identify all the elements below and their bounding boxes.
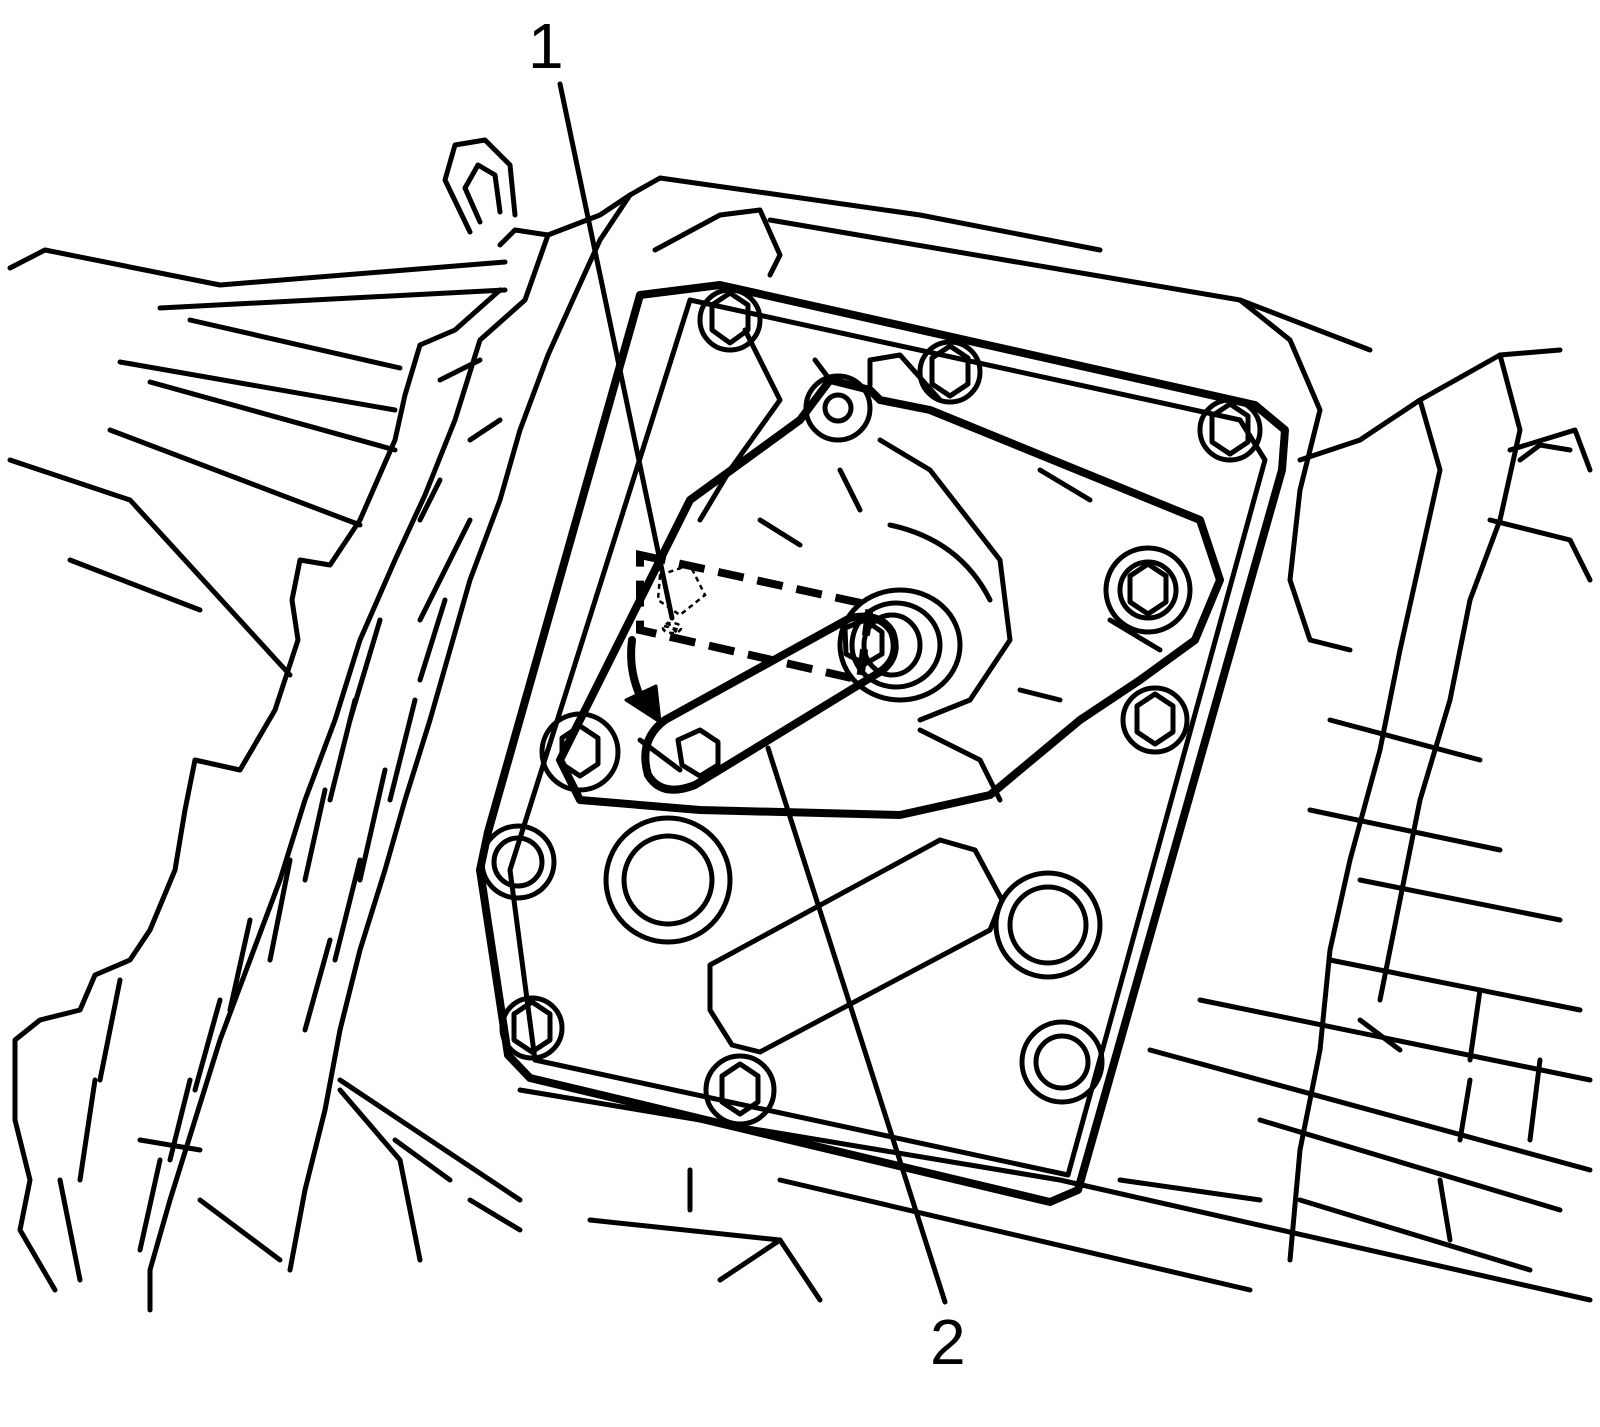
plugs <box>603 815 1105 1105</box>
small-boss <box>803 373 873 443</box>
bolt-top-left <box>697 287 763 353</box>
rotation-arrow-icon <box>624 636 662 724</box>
shift-lever <box>641 612 899 794</box>
callout-label-1: 1 <box>528 10 564 82</box>
bolt-right-lower <box>1120 685 1190 755</box>
bolt-left <box>539 711 621 793</box>
plug-right <box>993 870 1103 980</box>
bolt-top-center <box>917 339 983 405</box>
callout-label-2: 2 <box>930 1306 966 1378</box>
bolt-top-right <box>1197 397 1263 463</box>
shift-shaft <box>837 587 963 703</box>
bolt-lower-left <box>479 823 557 901</box>
lever-rotated-dashed <box>636 550 875 685</box>
bolt-bottom-left <box>499 995 565 1061</box>
bolt-bottom-center <box>703 1053 777 1127</box>
bolt-right <box>1103 545 1193 635</box>
rect-boss <box>707 837 1005 1055</box>
leader-line-2 <box>765 745 948 1305</box>
plug-left <box>603 815 733 945</box>
inner-cover <box>556 327 1224 819</box>
leader-line-1 <box>557 81 675 621</box>
plug-lower-right <box>1019 1019 1105 1105</box>
housing-ribs <box>7 137 1103 1313</box>
bolts <box>479 287 1263 1127</box>
